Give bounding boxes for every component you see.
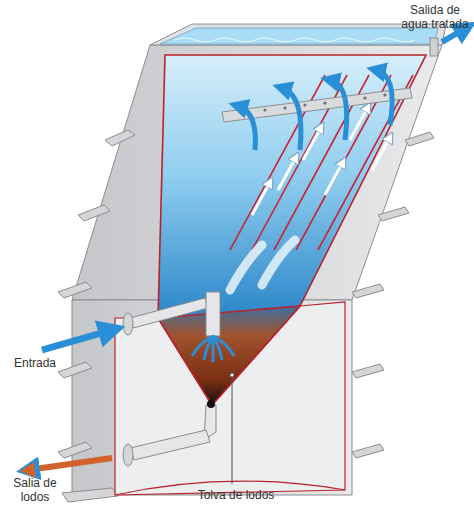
- part-label: Tolva de lodos: [186, 488, 286, 502]
- part-label: Salia de lodos: [4, 476, 66, 504]
- part-label: Salida de agua tratada: [396, 3, 474, 31]
- part-label: Entrada: [14, 356, 74, 370]
